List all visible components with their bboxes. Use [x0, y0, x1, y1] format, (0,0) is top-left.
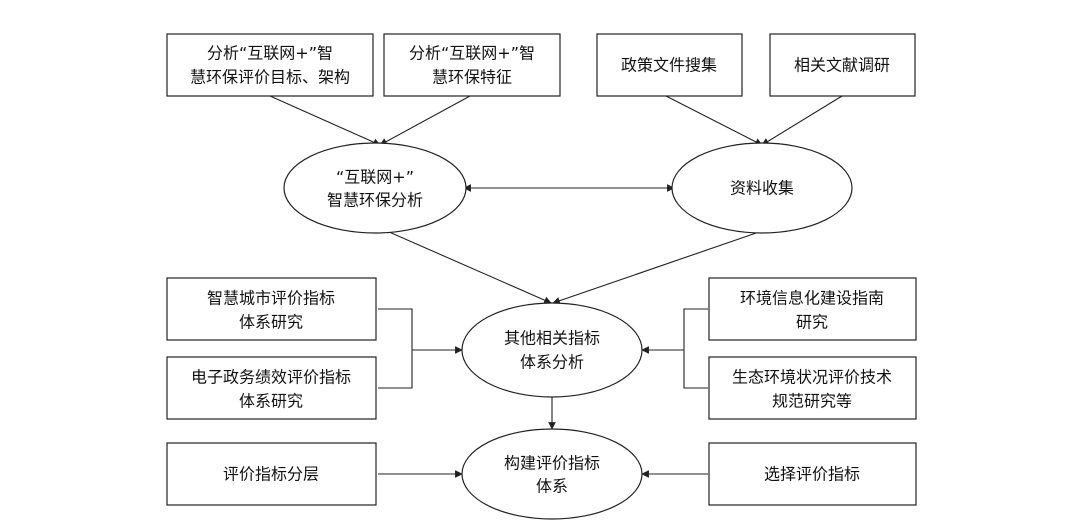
- node-ellipse-collect: 资料收集: [671, 142, 853, 234]
- node-box-goal-line2: 慧环保评价目标、架构: [190, 68, 350, 87]
- edge-internet-to-other: [379, 227, 552, 304]
- node-box-eco: 生态环境状况评价技术 规范研究等: [708, 356, 917, 420]
- node-box-city: 智慧城市评价指标 体系研究: [166, 277, 377, 341]
- node-box-eco-line2: 规范研究等: [772, 392, 852, 411]
- node-box-feature-line2: 慧环保特征: [432, 68, 512, 87]
- node-box-city-line2: 体系研究: [239, 313, 303, 332]
- node-box-literature: 相关文献调研: [769, 33, 916, 97]
- edge-feature-to-internet: [379, 95, 471, 146]
- node-ellipse-internet: “互联网+” 智慧环保分析: [283, 142, 467, 234]
- node-box-env-info-line2: 研究: [796, 313, 828, 332]
- node-ellipse-other-line2: 体系分析: [520, 353, 584, 372]
- node-box-env-info: 环境信息化建设指南 研究: [708, 277, 917, 341]
- node-ellipse-internet-line1: “互联网+”: [336, 168, 414, 187]
- node-box-select-line1: 选择评价指标: [764, 465, 860, 484]
- node-box-goal: 分析“互联网+”智 慧环保评价目标、架构: [166, 33, 374, 97]
- edge-goal-to-internet: [269, 95, 381, 146]
- node-box-feature-line1: 分析“互联网+”智: [409, 44, 535, 63]
- node-box-city-line1: 智慧城市评价指标: [207, 289, 335, 308]
- node-ellipse-build-line2: 体系: [536, 477, 568, 496]
- node-box-goal-line1: 分析“互联网+”智: [207, 44, 333, 63]
- node-box-feature: 分析“互联网+”智 慧环保特征: [383, 33, 561, 97]
- node-ellipse-other-line1: 其他相关指标: [504, 329, 600, 348]
- node-ellipse-internet-line2: 智慧环保分析: [327, 191, 423, 210]
- edge-left-bracket: [378, 308, 413, 389]
- node-box-egov: 电子政务绩效评价指标 体系研究: [166, 356, 377, 420]
- node-box-egov-line2: 体系研究: [239, 392, 303, 411]
- node-ellipse-build: 构建评价指标 体系: [461, 428, 643, 520]
- node-box-policy-line1: 政策文件搜集: [621, 56, 717, 75]
- edge-right-bracket: [683, 308, 708, 389]
- node-ellipse-collect-line1: 资料收集: [730, 179, 794, 198]
- node-box-select: 选择评价指标: [708, 442, 917, 506]
- edges: [269, 95, 843, 478]
- node-ellipse-other: 其他相关指标 体系分析: [461, 302, 643, 398]
- node-box-literature-line1: 相关文献调研: [794, 56, 890, 75]
- edge-literature-to-collect: [761, 95, 843, 146]
- node-box-egov-line1: 电子政务绩效评价指标: [191, 368, 351, 387]
- node-ellipse-build-line1: 构建评价指标: [504, 454, 600, 473]
- edge-policy-to-collect: [665, 95, 763, 146]
- node-box-env-info-line1: 环境信息化建设指南: [740, 289, 884, 308]
- node-box-layer: 评价指标分层: [166, 442, 377, 506]
- node-box-layer-line1: 评价指标分层: [223, 465, 319, 484]
- node-box-policy: 政策文件搜集: [596, 33, 743, 97]
- node-box-eco-line1: 生态环境状况评价技术: [732, 368, 892, 387]
- edge-collect-to-other: [552, 230, 763, 305]
